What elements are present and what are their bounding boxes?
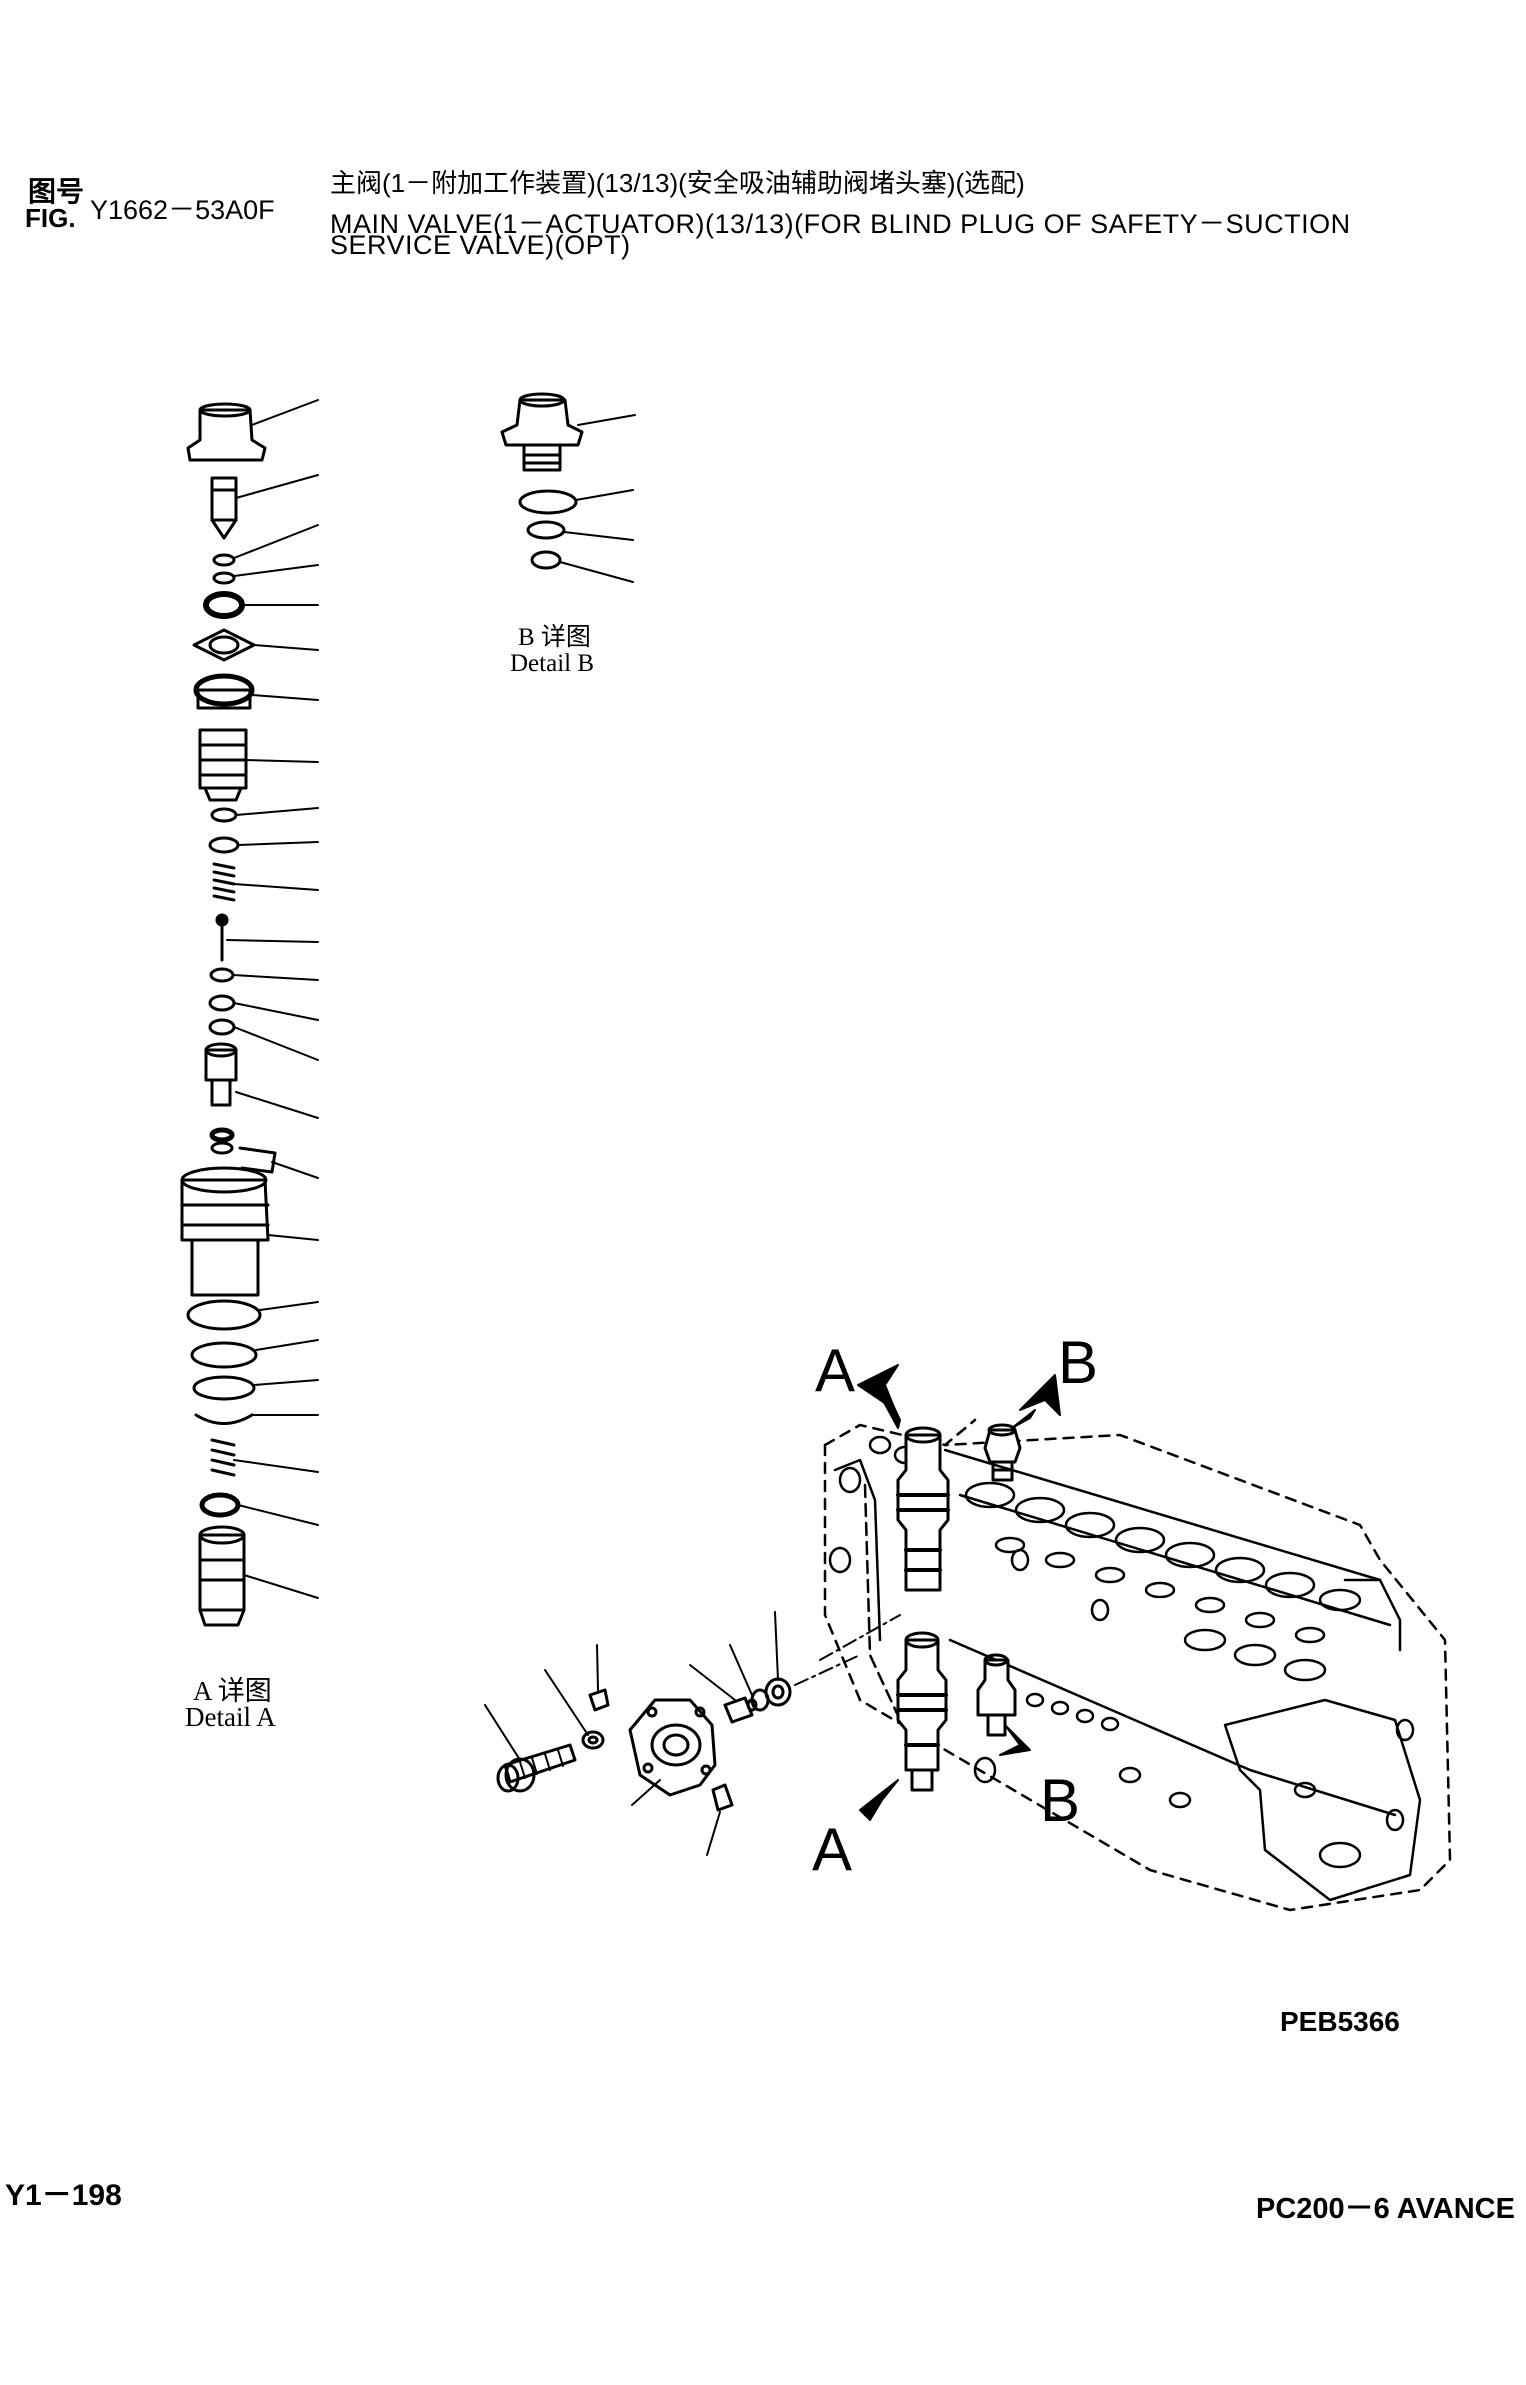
callout-b-bottom: B [1040,1767,1081,1834]
callout-b-top: B [1058,1329,1099,1396]
detail-a-label-cn: A 详图 [193,1676,272,1706]
detail-b-label-cn: B 详图 [518,624,591,651]
drawing-code: PEB5366 [1280,2006,1400,2037]
title-en-line2: SERVICE VALVE)(OPT) [330,230,631,260]
detail-b-label-en: Detail B [510,650,595,677]
fig-label-en: FIG. [25,203,76,233]
exploded-flange-parts [496,1677,792,1812]
detail-b-parts [500,392,584,570]
page-number: Y1－198 [5,2179,122,2212]
callout-a-top: A [815,1337,856,1404]
title-en-line1: MAIN VALVE(1－ACTUATOR)(13/13)(FOR BLIND … [330,209,1351,239]
callout-a-bottom: A [812,1816,853,1883]
title-cn: 主阀(1－附加工作装置)(13/13)(安全吸油辅助阀堵头塞)(选配) [330,168,1025,198]
fig-label-cn: 图号 [28,176,85,207]
installed-valve-cartridges [819,1423,1022,1792]
main-valve-body [823,1418,1452,1912]
detail-b-leader-lines [559,414,636,583]
model-name: PC200－6 AVANCE [1256,2193,1515,2225]
detail-a-label-en: Detail A [185,1702,276,1732]
detail-a-leader-lines [226,399,319,1599]
fig-number: Y1662－53A0F [90,195,275,225]
callout-arrows [857,1364,1061,1821]
exploded-leader-lines [484,1611,861,1856]
detail-a-parts [180,402,277,1627]
